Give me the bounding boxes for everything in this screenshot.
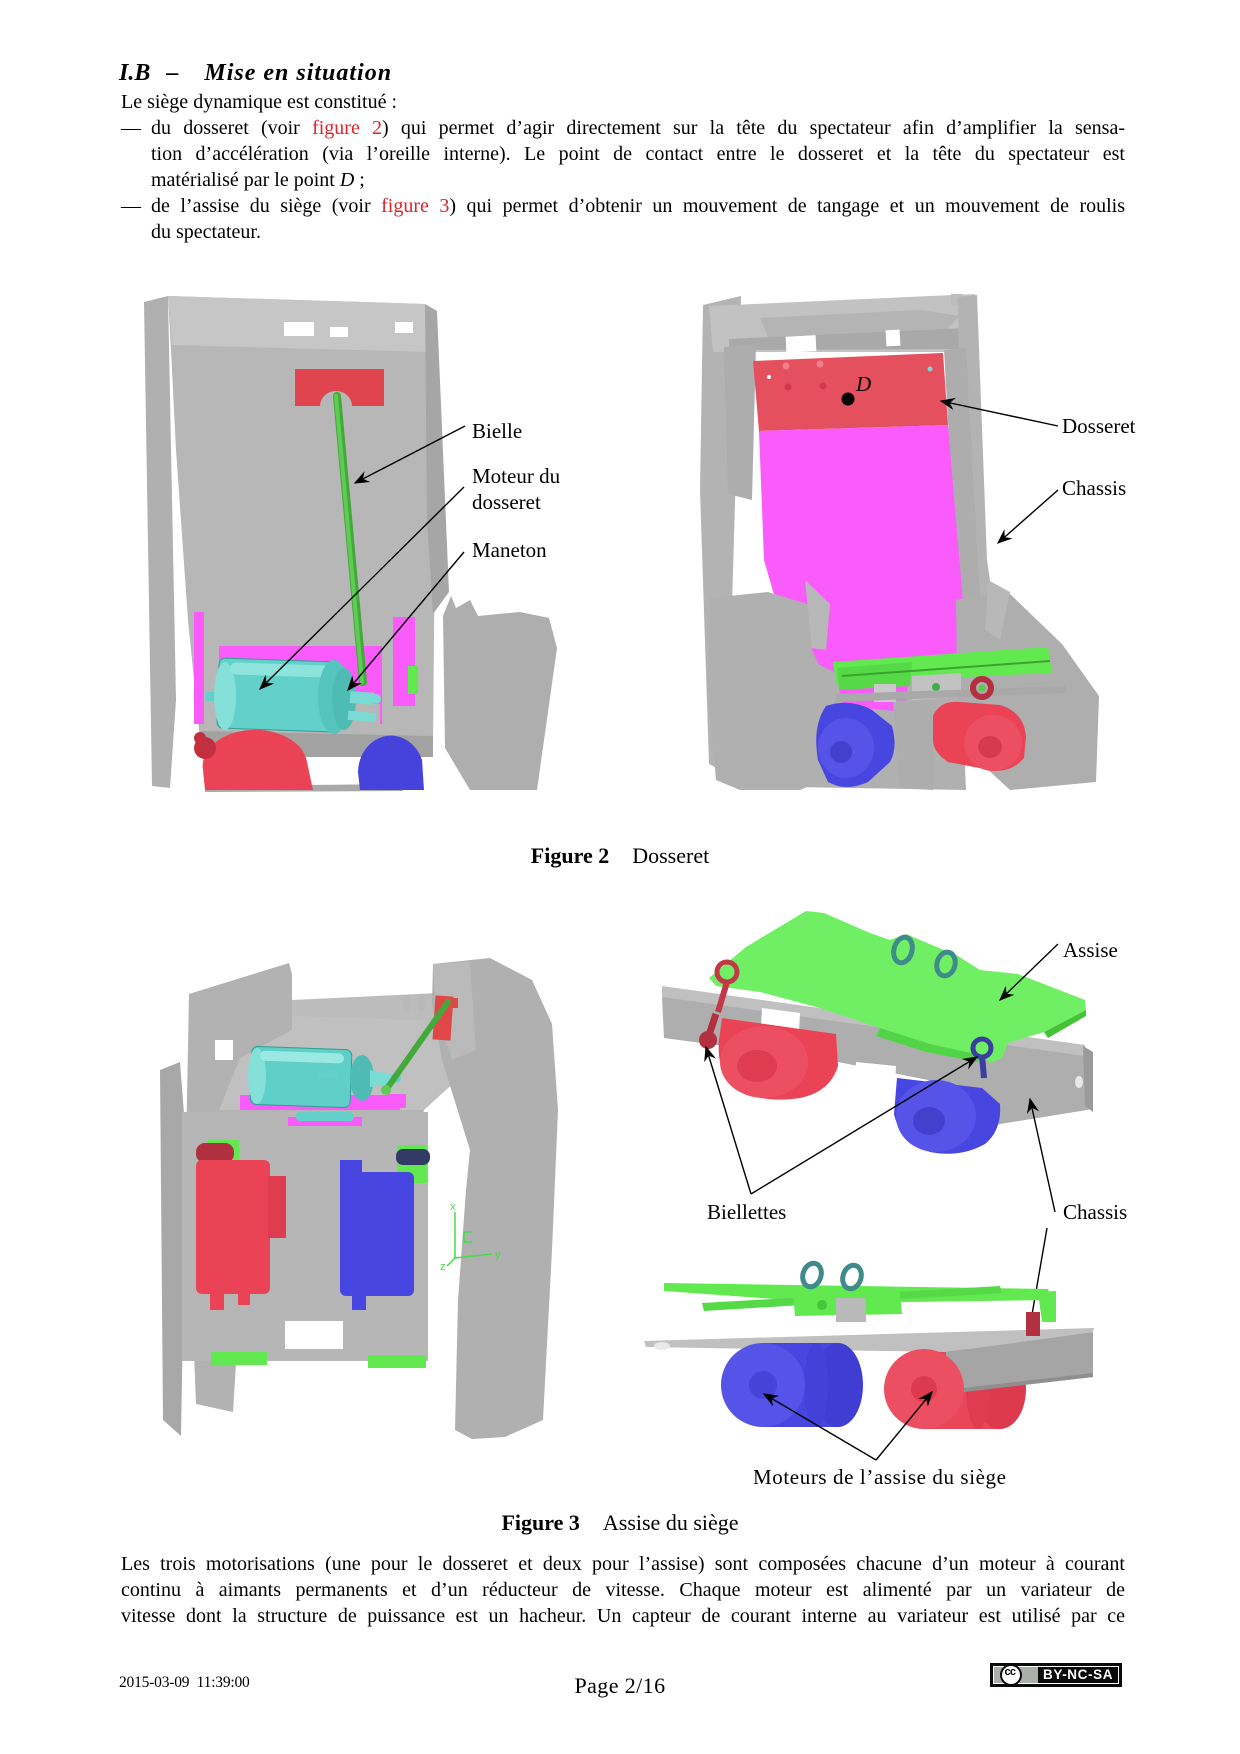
svg-text:Dosseret: Dosseret <box>1062 414 1136 438</box>
svg-text:dosseret: dosseret <box>472 490 541 514</box>
svg-text:Moteurs de l’assise du siège: Moteurs de l’assise du siège <box>753 1465 1007 1489</box>
svg-text:x: x <box>450 1201 456 1213</box>
svg-text:Assise: Assise <box>1063 938 1118 962</box>
svg-text:Maneton: Maneton <box>472 538 547 562</box>
svg-text:z: z <box>440 1261 446 1273</box>
svg-text:D: D <box>855 372 871 396</box>
svg-text:y: y <box>495 1249 501 1261</box>
svg-text:Chassis: Chassis <box>1062 476 1126 500</box>
svg-text:Chassis: Chassis <box>1063 1200 1127 1224</box>
svg-text:Moteur du: Moteur du <box>472 464 561 488</box>
svg-text:Biellettes: Biellettes <box>707 1200 786 1224</box>
svg-text:Bielle: Bielle <box>472 419 522 443</box>
